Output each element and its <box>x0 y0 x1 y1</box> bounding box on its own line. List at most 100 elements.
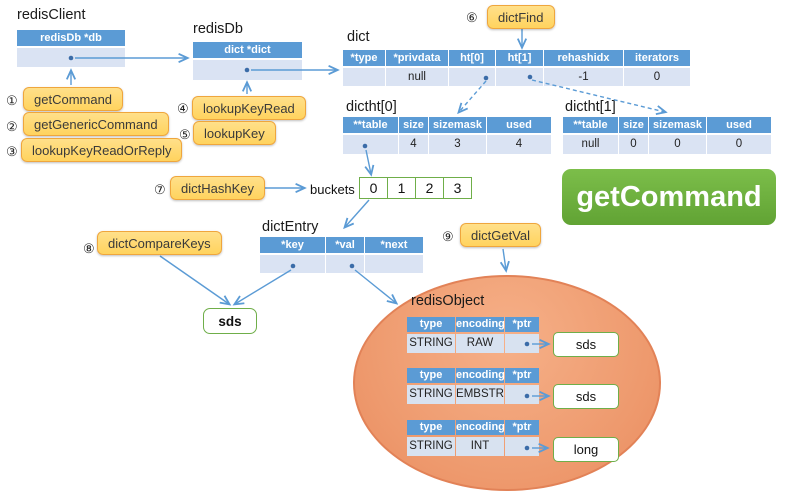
callout-number-3: ③ <box>6 144 18 159</box>
redisobject-table-int: type encoding *ptr STRING INT <box>407 420 539 456</box>
dictentry-title: dictEntry <box>262 219 319 235</box>
callout-getcommand: getCommand <box>23 87 124 111</box>
dictht0-table: **table size sizemask used 4 3 4 <box>343 117 551 154</box>
redisclient-table: redisDb *db <box>17 30 125 67</box>
callout-number-8: ⑧ <box>83 241 95 256</box>
redisobject-header-cell: encoding <box>456 368 505 383</box>
arrow-dictcomparekeys-to-sds <box>159 255 229 304</box>
redisobject-header-cell: *ptr <box>505 368 539 383</box>
dictht1-value-cell: 0 <box>707 135 771 154</box>
sds-target-box: sds <box>553 384 619 409</box>
redisobject-value-cell: STRING <box>407 437 455 456</box>
dictht1-header-cell: sizemask <box>649 117 706 133</box>
dictht1-value-cell: 0 <box>649 135 706 154</box>
dictht0-header-cell: size <box>399 117 428 133</box>
callout-number-2: ② <box>6 119 18 134</box>
bucket-cell: 3 <box>453 180 462 196</box>
dictht0-value-cell <box>343 135 398 154</box>
dict-value-cell <box>449 68 495 86</box>
dict-header-cell: ht[0] <box>449 50 495 66</box>
callout-number-9: ⑨ <box>442 229 454 244</box>
dictht1-table: **table size sizemask used null 0 0 0 <box>563 117 771 154</box>
dictentry-value-cell <box>260 255 325 273</box>
redisobject-header-cell: type <box>407 368 455 383</box>
callout-dictfind: dictFind <box>487 5 555 29</box>
dict-header-cell: *privdata <box>386 50 448 66</box>
redisobject-value-cell <box>505 385 539 404</box>
sds-target-box: sds <box>553 332 619 357</box>
redisdb-title: redisDb <box>193 21 243 37</box>
redisobject-value-cell <box>505 334 539 353</box>
callout-dicthashkey: dictHashKey <box>170 176 265 200</box>
redisobject-table-embstr: type encoding *ptr STRING EMBSTR <box>407 368 539 404</box>
callout-number-4: ④ <box>177 101 189 116</box>
redisobject-title: redisObject <box>411 293 485 309</box>
buckets-label: buckets <box>310 182 355 197</box>
redisobject-header-cell: *ptr <box>505 317 539 332</box>
callout-number-6: ⑥ <box>466 10 478 25</box>
dictentry-header-cell: *val <box>326 237 364 253</box>
dict-header-cell: rehashidx <box>544 50 623 66</box>
dictentry-header-cell: *next <box>365 237 423 253</box>
dict-header-cell: iterators <box>624 50 690 66</box>
callout-getgenericcommand: getGenericCommand <box>23 112 169 136</box>
redisclient-title: redisClient <box>17 7 86 23</box>
redisobject-value-cell: EMBSTR <box>456 385 504 404</box>
dict-value-cell: null <box>386 68 448 86</box>
sds-box: sds <box>203 308 257 334</box>
dict-value-cell <box>496 68 543 86</box>
dictht1-header-cell: size <box>619 117 648 133</box>
dictht1-header-cell: **table <box>563 117 618 133</box>
callout-number-5: ⑤ <box>179 127 191 142</box>
redisobject-value-cell: STRING <box>407 334 455 353</box>
callout-dictcomparekeys: dictCompareKeys <box>97 231 222 255</box>
redisobject-header-cell: encoding <box>456 420 505 435</box>
redisobject-value-cell <box>505 437 539 456</box>
dictentry-header-cell: *key <box>260 237 325 253</box>
redisdb-table: dict *dict <box>193 42 302 80</box>
arrow-bucket0-to-dictentry <box>345 199 370 227</box>
arrow-key-to-sds <box>235 269 292 304</box>
redisobject-value-cell: STRING <box>407 385 455 404</box>
dictht0-value-cell: 3 <box>429 135 486 154</box>
dictentry-value-cell <box>365 255 423 273</box>
dictht0-header-cell: **table <box>343 117 398 133</box>
dictht0-value-cell: 4 <box>399 135 428 154</box>
dict-value-cell <box>343 68 385 86</box>
redisdb-header-cell: dict *dict <box>193 42 302 58</box>
dictht0-header-cell: used <box>487 117 551 133</box>
dictht0-title: dictht[0] <box>346 99 397 115</box>
dictht1-value-cell: 0 <box>619 135 648 154</box>
bucket-cell: 1 <box>388 178 416 198</box>
redisobject-header-cell: encoding <box>456 317 505 332</box>
callout-number-1: ① <box>6 93 18 108</box>
dictht0-header-cell: sizemask <box>429 117 486 133</box>
buckets-table: 0 1 2 3 <box>359 177 472 199</box>
dictht1-value-cell: null <box>563 135 618 154</box>
dict-value-cell: -1 <box>544 68 623 86</box>
dict-value-cell: 0 <box>624 68 690 86</box>
redisclient-value-cell <box>17 48 125 67</box>
redisobject-value-cell: INT <box>456 437 504 456</box>
dictht1-title: dictht[1] <box>565 99 616 115</box>
callout-lookupkeyreadorreply: lookupKeyReadOrReply <box>21 138 183 162</box>
dict-header-cell: *type <box>343 50 385 66</box>
arrow-dictgetval-to-redisobject <box>503 248 506 270</box>
redisobject-header-cell: type <box>407 317 455 332</box>
redisobject-value-cell: RAW <box>456 334 504 353</box>
callout-lookupkey: lookupKey <box>193 121 276 145</box>
bucket-cell: 2 <box>416 178 444 198</box>
redisobject-header-cell: type <box>407 420 455 435</box>
redisdb-value-cell <box>193 60 302 80</box>
bucket-cell: 0 <box>360 178 388 198</box>
dict-title: dict <box>347 29 370 45</box>
redisclient-header-cell: redisDb *db <box>17 30 125 46</box>
dictht1-header-cell: used <box>707 117 771 133</box>
dictentry-table: *key *val *next <box>260 237 423 273</box>
long-target-box: long <box>553 437 619 462</box>
arrow-val-to-redisobject <box>354 269 396 303</box>
dict-table: *type *privdata ht[0] ht[1] rehashidx it… <box>343 50 690 86</box>
callout-number-7: ⑦ <box>154 182 166 197</box>
dict-header-cell: ht[1] <box>496 50 543 66</box>
redisobject-table-raw: type encoding *ptr STRING RAW <box>407 317 539 353</box>
